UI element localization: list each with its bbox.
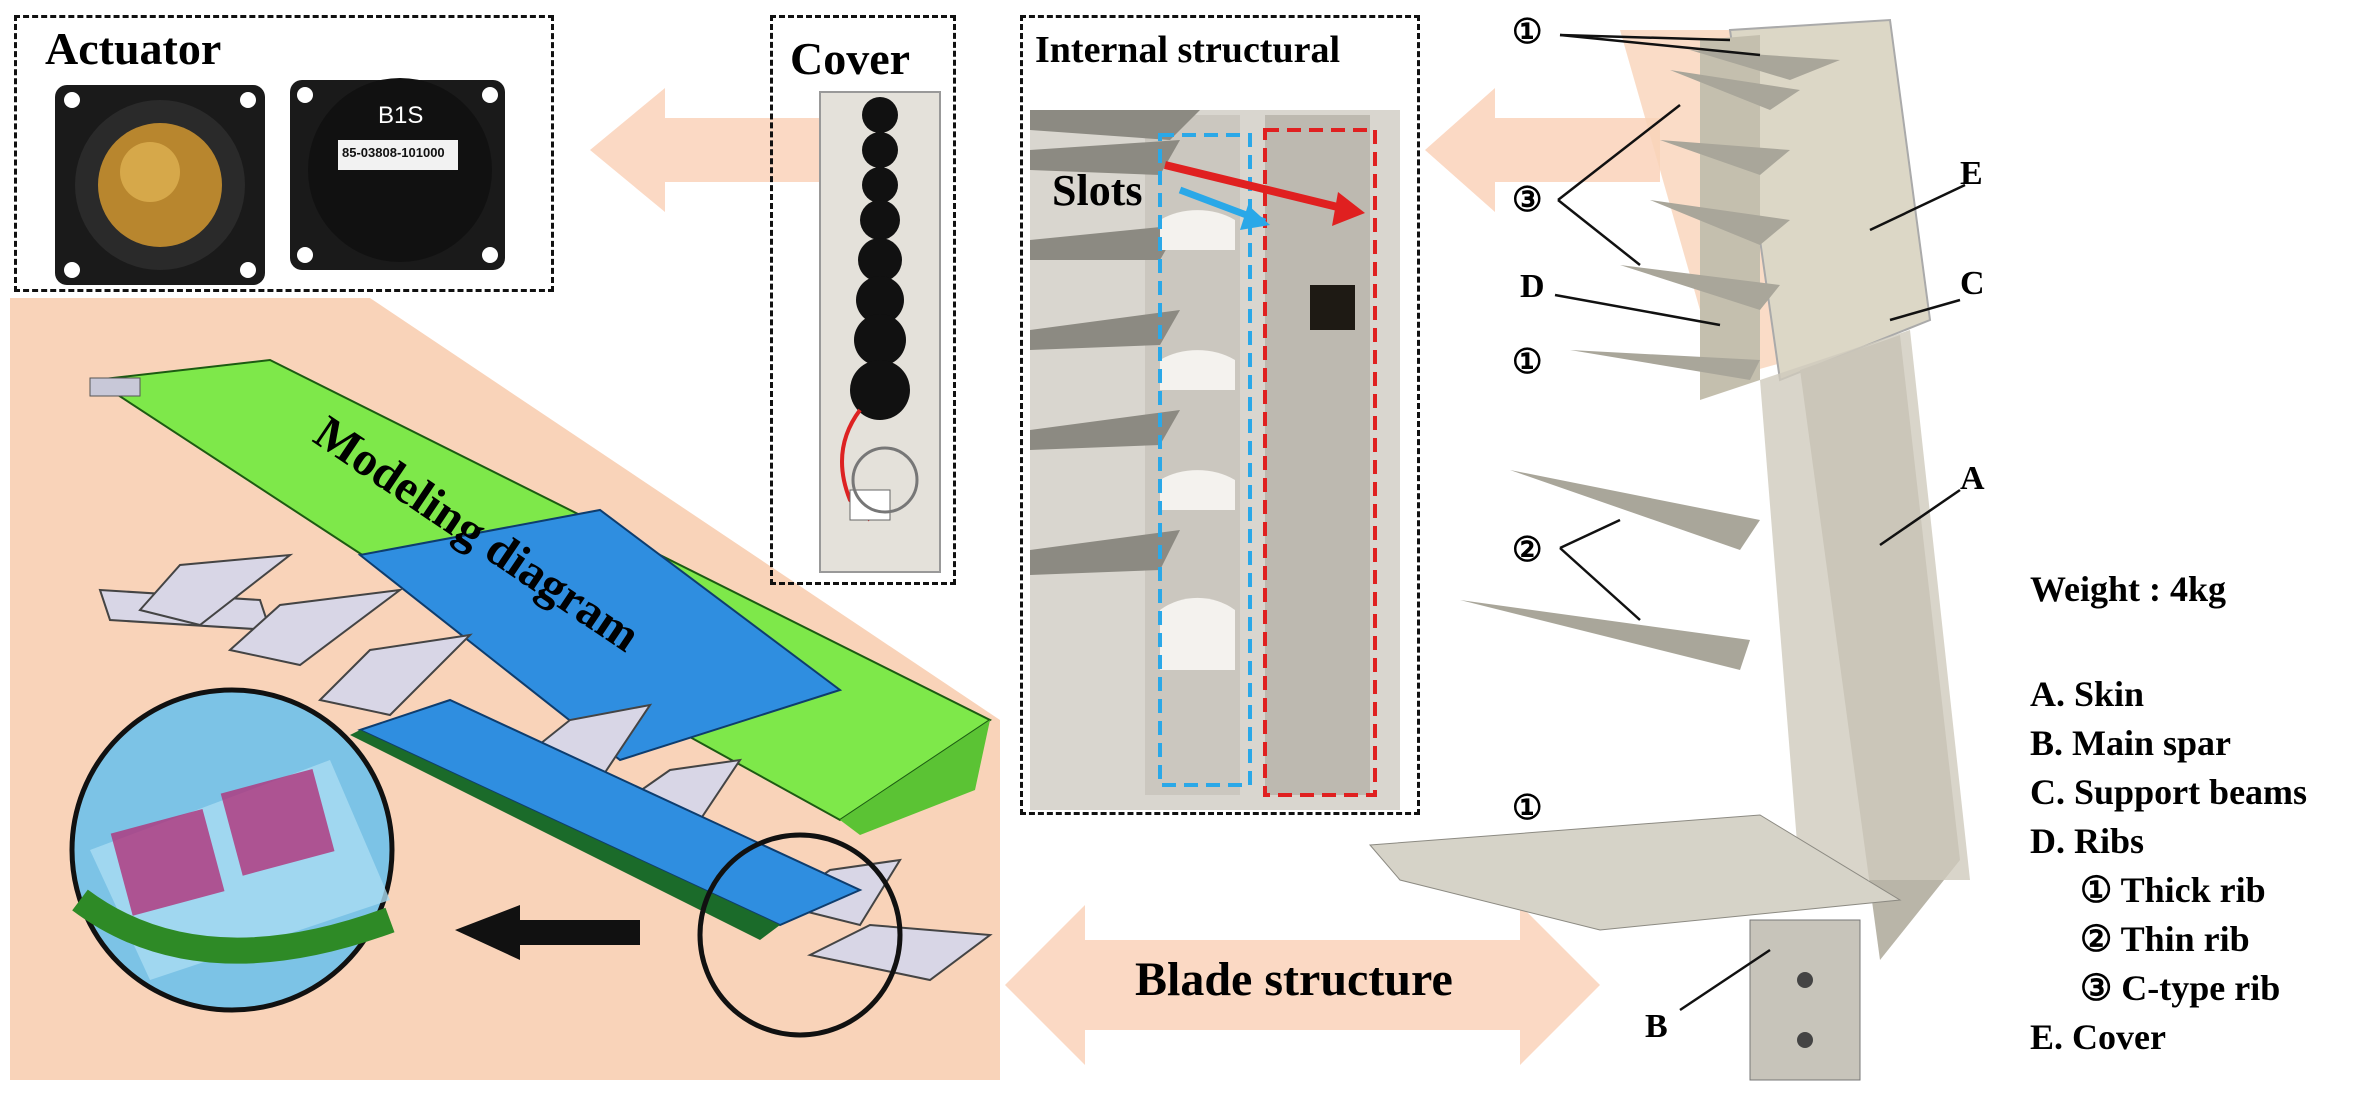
actuator-title: Actuator	[45, 23, 222, 74]
callout-thick-rib-bottom: ①	[1512, 790, 1543, 827]
internal-title: Internal structural	[1035, 29, 1341, 71]
legend-ribs: D. Ribs	[2030, 821, 2145, 861]
callout-main-spar: B	[1645, 1008, 1668, 1045]
actuator-label-main: B1S	[378, 102, 424, 129]
leader-lines	[1554, 33, 1966, 1012]
legend-skin: A. Skin	[2030, 674, 2145, 714]
slots-label: Slots	[1052, 166, 1143, 215]
weight-label: Weight : 4kg	[2030, 569, 2227, 609]
legend-thick-rib: ① Thick rib	[2080, 870, 2266, 910]
blade-photo	[1368, 18, 1970, 1081]
callout-skin: A	[1960, 460, 1985, 497]
modeling-blade-top	[89, 358, 992, 835]
arrow-photo-to-internal	[1425, 88, 1660, 212]
actuator-speaker-back	[290, 78, 505, 270]
legend-main-spar: B. Main spar	[2030, 723, 2232, 763]
arrow-blade-structure	[1005, 905, 1600, 1065]
actuator-speaker-open	[55, 85, 265, 285]
cover-title: Cover	[790, 33, 911, 84]
callout-thin-rib: ②	[1512, 532, 1543, 569]
cover-strip	[819, 91, 941, 573]
actuator-panel	[14, 15, 554, 292]
blade-caption: Blade structure	[1135, 953, 1453, 1006]
legend-thin-rib: ② Thin rib	[2080, 919, 2250, 959]
modeling-black-arrow	[455, 905, 640, 960]
modeling-zoom-circle	[69, 687, 395, 1013]
legend-c-type-rib: ③ C-type rib	[2080, 968, 2281, 1008]
internal-panel	[1020, 15, 1420, 815]
internal-structure-photo	[1030, 110, 1400, 810]
modeling-blade-lower	[350, 698, 863, 940]
legend-cover: E. Cover	[2030, 1017, 2166, 1057]
callout-c-type-rib: ③	[1512, 182, 1543, 219]
legend-support-beams: C. Support beams	[2030, 772, 2308, 812]
callout-thick-rib-top: ①	[1512, 14, 1543, 51]
cover-panel	[770, 15, 956, 585]
callout-ribs: D	[1520, 268, 1545, 305]
callout-support-beams: C	[1960, 265, 1985, 302]
actuator-label-sub: 85-03808-101000	[342, 145, 445, 160]
modeling-zoom-source-circle	[697, 832, 903, 1038]
callout-cover: E	[1960, 155, 1983, 192]
callout-thick-rib-mid: ①	[1512, 344, 1543, 381]
